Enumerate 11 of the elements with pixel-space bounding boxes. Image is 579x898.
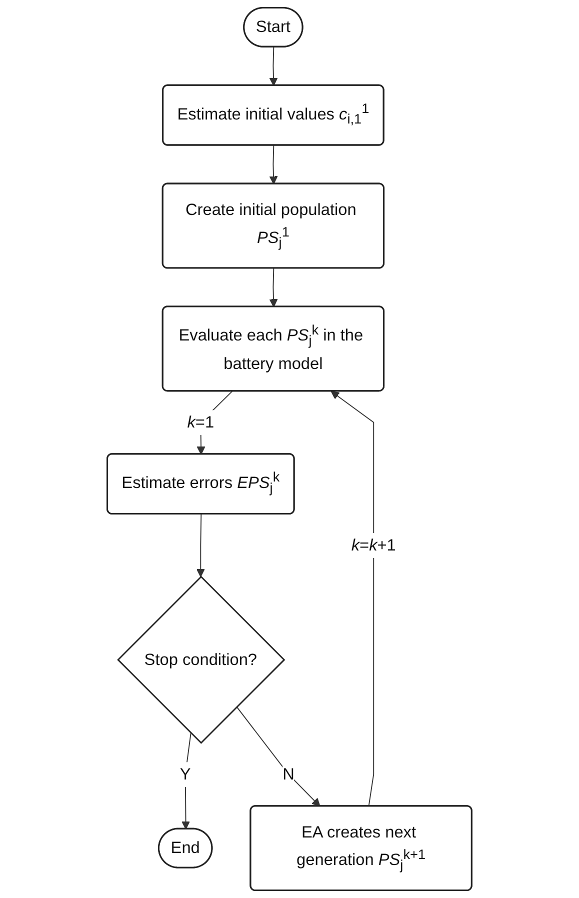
node-diamond: Stop condition? — [117, 576, 286, 744]
edge-label: N — [282, 764, 294, 784]
arrow — [269, 145, 278, 184]
edge-label: k=k+1 — [351, 536, 396, 554]
edge-label: Y — [180, 764, 191, 784]
arrow — [269, 46, 278, 86]
arrow — [269, 268, 278, 308]
arrow — [196, 514, 205, 578]
arrow — [330, 390, 374, 807]
edge-label: k=1 — [187, 412, 214, 432]
arrow — [236, 706, 320, 807]
